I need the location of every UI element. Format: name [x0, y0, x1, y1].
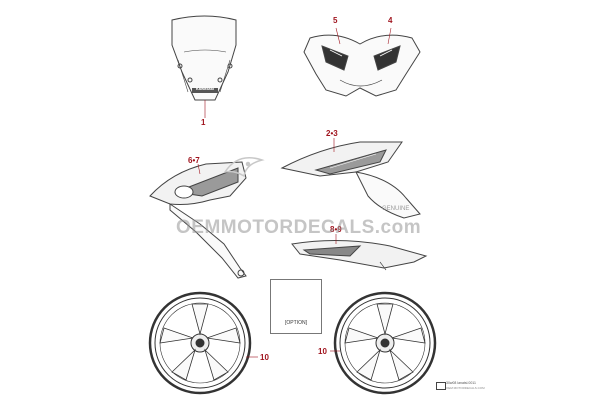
callout-1: 1: [201, 118, 206, 127]
windscreen-part: [171, 15, 237, 118]
watermark-tag: GENUINE: [382, 206, 410, 212]
callout-6-7: 6•7: [188, 156, 200, 165]
callout-4: 4: [388, 16, 393, 25]
callout-2-3: 2•3: [326, 129, 338, 138]
side-fairing-left-part: [149, 161, 247, 279]
callout-5: 5: [333, 16, 338, 25]
wheel-left-part: [148, 291, 258, 395]
reference-logo-icon: [436, 382, 446, 390]
reference-code: 30w08 lanatsl.0011: [446, 381, 476, 385]
callout-10-right: 10: [318, 347, 327, 356]
wheel-right-part: [330, 291, 437, 395]
callout-8-9: 8•9: [330, 225, 342, 234]
windscreen-brand-decal: Kawasaki: [195, 86, 215, 91]
under-cowl-part: [291, 234, 428, 271]
reference-site: OEM MOTORDECALS.COM: [446, 386, 485, 390]
front-cowl-part: [303, 27, 421, 97]
option-box-label: [OPTION]: [285, 320, 307, 326]
callout-10-left: 10: [260, 353, 269, 362]
side-fairing-right-part: [280, 138, 421, 219]
option-box: [OPTION]: [270, 279, 322, 334]
watermark-text: OEMMOTORDECALS.com: [176, 217, 422, 238]
watermark-bird-icon: [223, 157, 265, 178]
